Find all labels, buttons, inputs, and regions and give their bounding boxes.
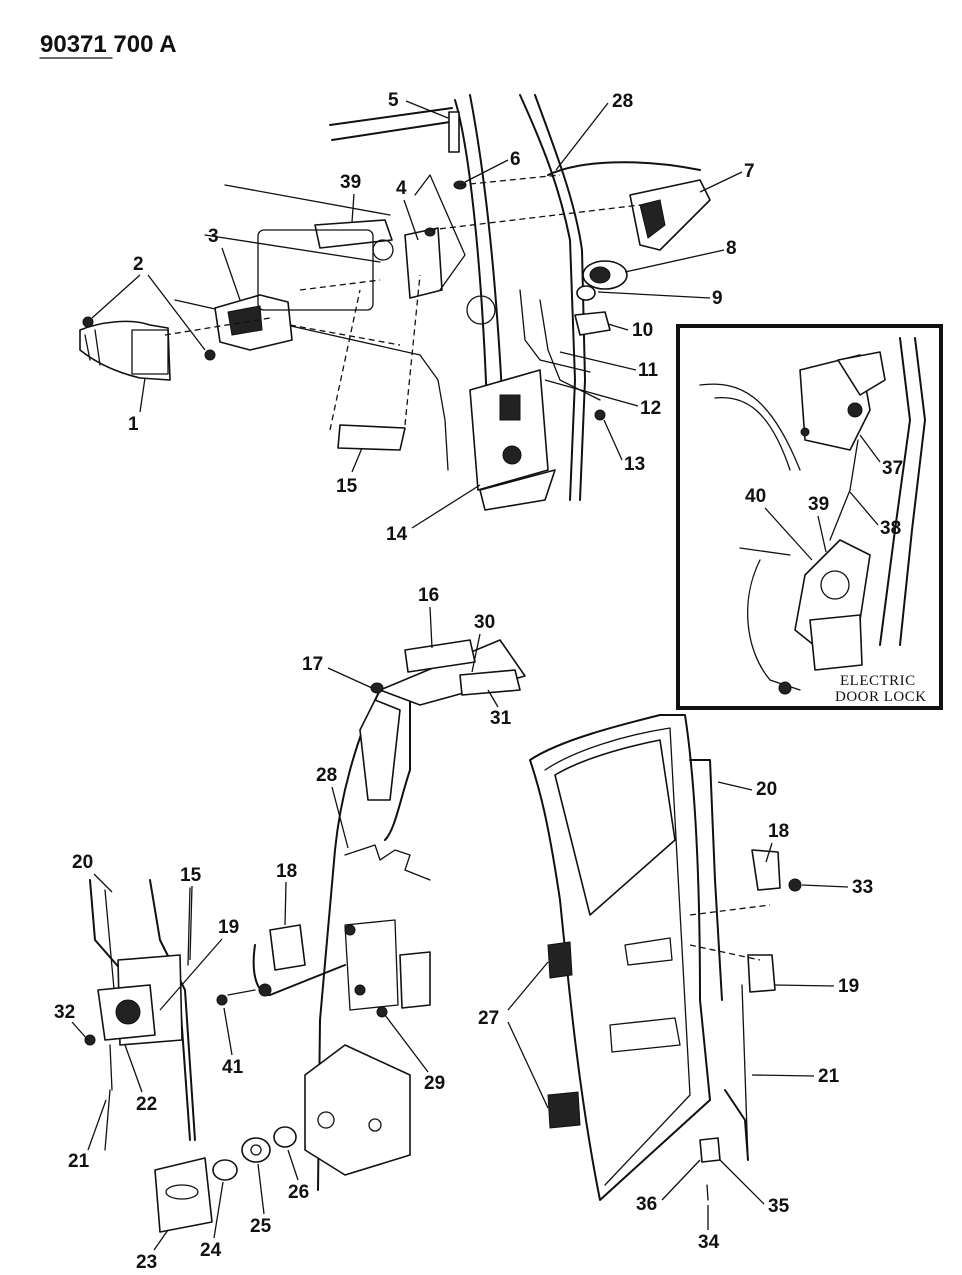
callout-37: 37 [882,458,903,479]
callout-11: 11 [638,360,659,381]
callout-33: 33 [852,877,873,898]
callout-18-right: 18 [768,821,789,842]
callout-38: 38 [880,518,901,539]
callout-28-top: 28 [612,91,633,112]
rear-door-assembly [529,714,802,1201]
callout-28-mid: 28 [316,765,337,786]
callout-27: 27 [478,1008,499,1029]
callout-10: 10 [632,320,653,341]
callout-9: 9 [712,288,723,309]
callout-22: 22 [136,1094,157,1115]
document-number: 90371 700 A [40,31,177,58]
callout-8: 8 [726,238,737,259]
callout-20-left: 20 [72,852,93,873]
callout-16: 16 [418,585,439,606]
callout-32: 32 [54,1002,75,1023]
callout-1: 1 [128,414,139,435]
callout-40: 40 [745,486,766,507]
callout-3: 3 [208,226,219,247]
electric-door-lock-inset: ELECTRIC DOOR LOCK [676,324,943,710]
callout-23: 23 [136,1252,157,1273]
callout-36: 36 [636,1194,657,1215]
callout-21-left: 21 [68,1151,90,1172]
callout-21-right: 21 [818,1066,840,1087]
callout-2: 2 [133,254,144,275]
callout-14: 14 [386,524,408,545]
callout-15-left: 15 [180,865,202,886]
inset-caption-line-2: DOOR LOCK [835,689,927,705]
callout-24: 24 [200,1240,222,1261]
inset-caption-line-1: ELECTRIC [840,673,916,689]
callout-31: 31 [490,708,512,729]
callout-18-mid: 18 [276,861,297,882]
callouts: 1 2 3 4 5 6 7 8 9 10 11 12 13 14 15 39 2… [54,90,903,1273]
callout-4: 4 [396,178,407,199]
callout-41: 41 [222,1057,244,1078]
callout-5: 5 [388,90,399,111]
pillar-assembly [154,639,526,1233]
callout-15: 15 [336,476,358,497]
callout-39-inset: 39 [808,494,829,515]
callout-26: 26 [288,1182,309,1203]
callout-29: 29 [424,1073,445,1094]
lower-latch-assembly [84,879,196,1151]
callout-25: 25 [250,1216,272,1237]
callout-19-right: 19 [838,976,859,997]
callout-17: 17 [302,654,323,675]
callout-7: 7 [744,161,755,182]
callout-20-right: 20 [756,779,777,800]
top-assembly [79,94,711,511]
callout-30: 30 [474,612,495,633]
callout-39-top: 39 [340,172,361,193]
callout-6: 6 [510,149,521,170]
callout-19-left: 19 [218,917,239,938]
callout-12: 12 [640,398,661,419]
callout-35: 35 [768,1196,790,1217]
callout-13: 13 [624,454,645,475]
callout-34: 34 [698,1232,720,1253]
